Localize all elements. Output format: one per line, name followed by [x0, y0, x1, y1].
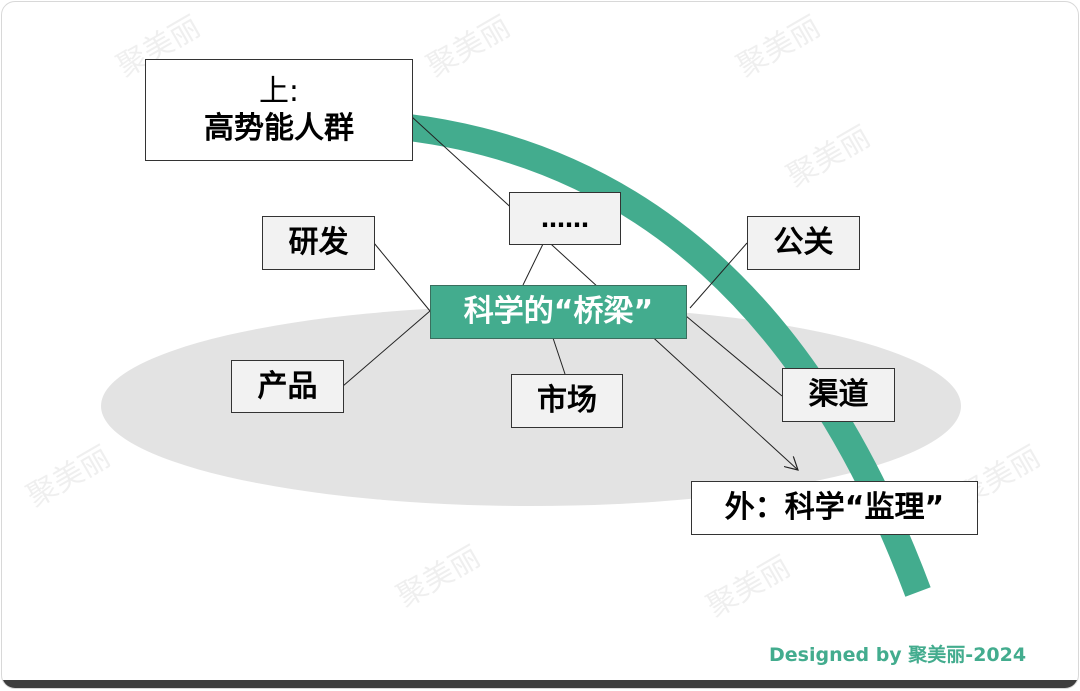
box-market: 市场	[511, 374, 623, 428]
connector-rd	[373, 242, 431, 312]
top-box: 上: 高势能人群	[145, 59, 413, 161]
connector-market	[552, 337, 566, 375]
connector-channel	[685, 315, 783, 397]
box-product: 产品	[231, 360, 344, 413]
green-arc	[403, 113, 931, 597]
top-box-line2: 高势能人群	[204, 111, 354, 146]
box-outer: 外：科学“监理”	[691, 481, 978, 535]
box-center-bridge: 科学的“桥梁”	[430, 285, 687, 339]
connector-more	[522, 243, 544, 286]
connector-pr	[689, 242, 748, 309]
box-pr: 公关	[747, 216, 860, 270]
box-rd: 研发	[262, 216, 375, 270]
top-box-line1: 上:	[258, 73, 300, 109]
connector-product	[342, 310, 431, 387]
box-channel: 渠道	[782, 368, 895, 422]
box-more: ……	[509, 192, 621, 245]
footer-credit: Designed by 聚美丽-2024	[769, 644, 1027, 666]
bottom-bar	[2, 680, 1078, 688]
